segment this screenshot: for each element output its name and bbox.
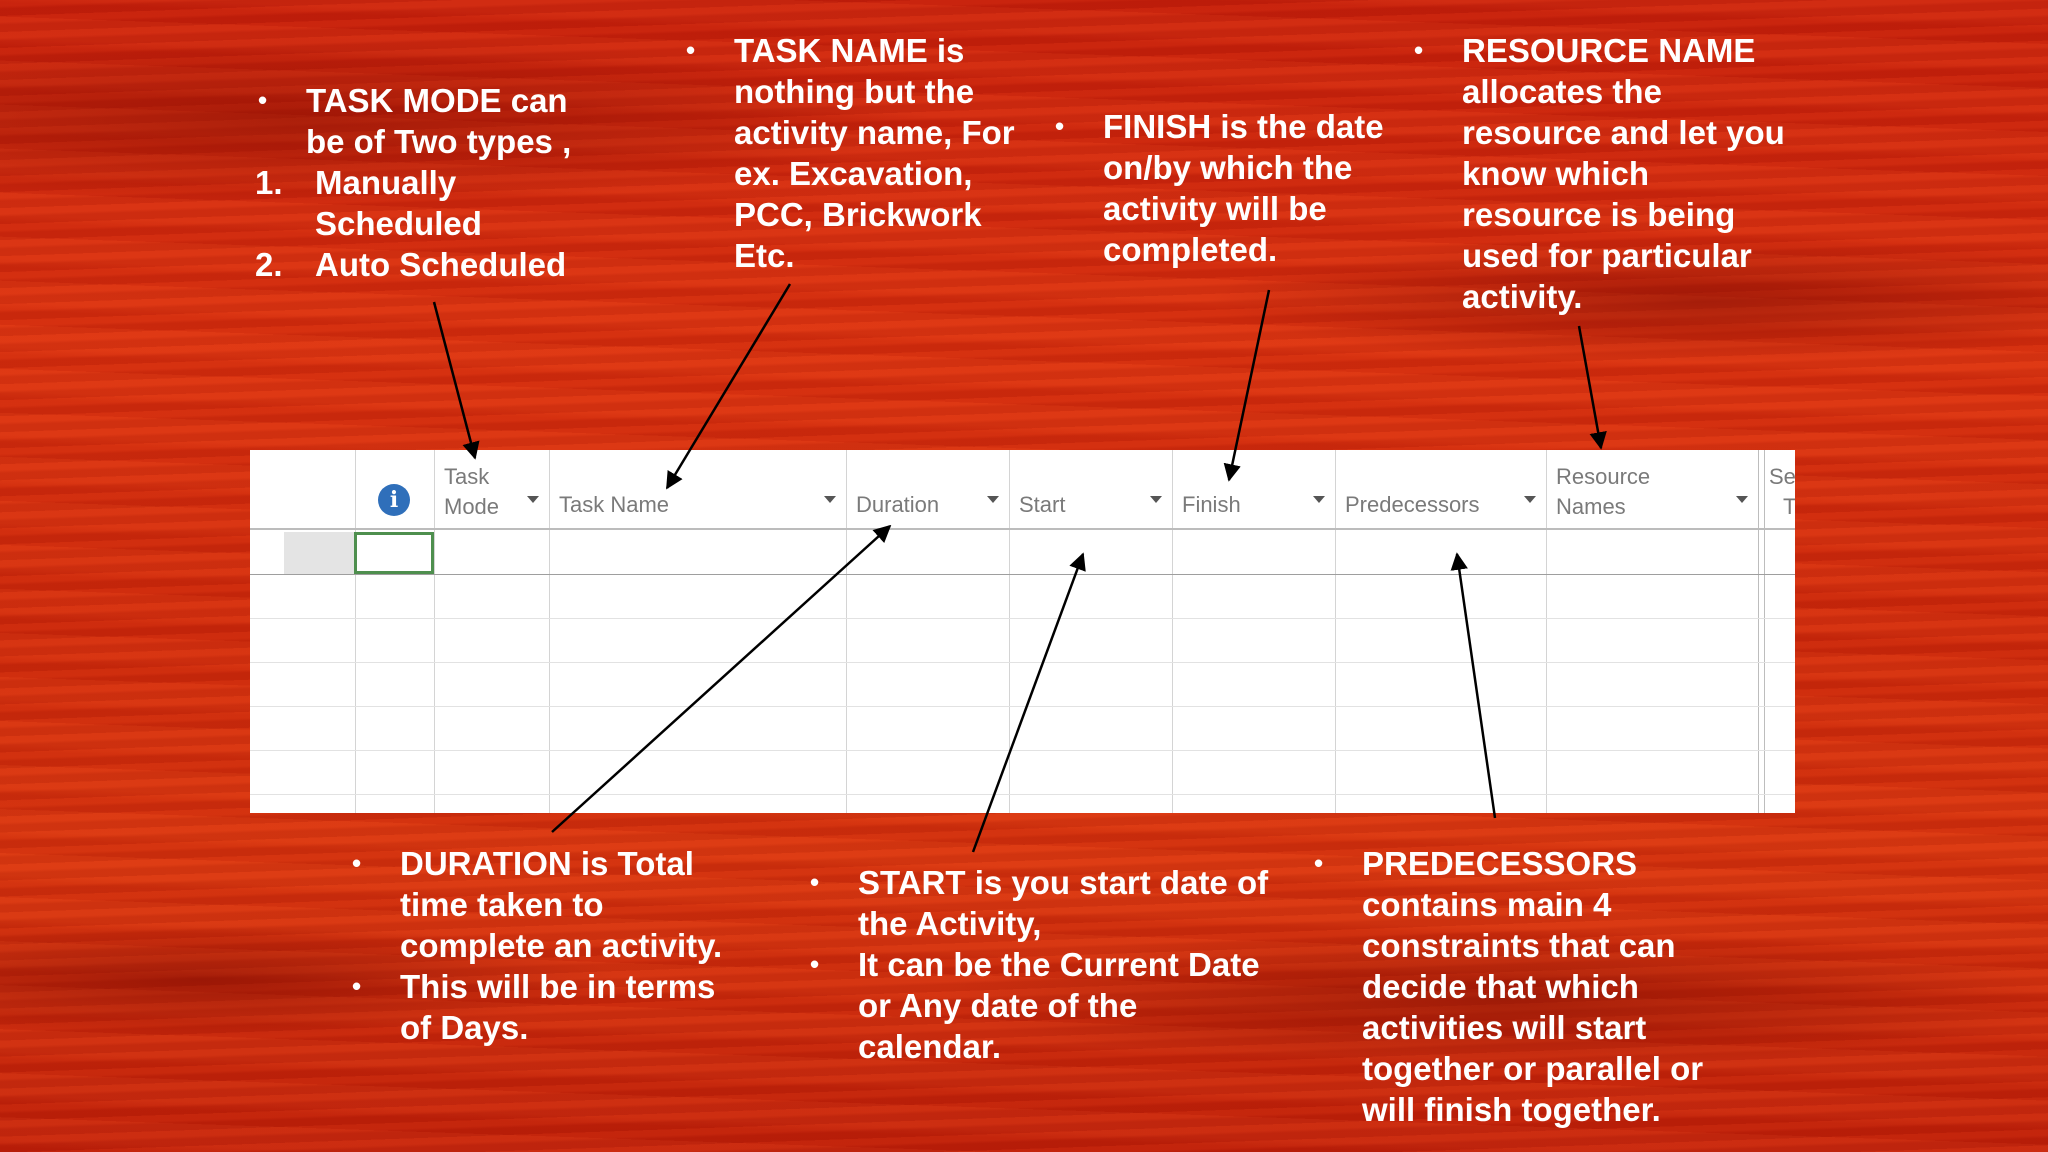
grid-line: [1172, 450, 1173, 813]
chevron-down-icon[interactable]: [987, 496, 999, 503]
column-header-task-name[interactable]: Task Name: [549, 450, 846, 530]
grid-line: [1758, 450, 1759, 813]
duration-bullet-2: This will be in terms of Days.: [352, 966, 730, 1048]
task-mode-arrow: [432, 301, 480, 460]
grid-line: [1764, 450, 1765, 813]
chevron-down-icon[interactable]: [1524, 496, 1536, 503]
grid-line: [434, 450, 435, 813]
grid-line: [250, 574, 1795, 575]
task-mode-intro: TASK MODE can be of Two types ,: [258, 80, 606, 162]
task-mode-type-1-text: Manually Scheduled: [315, 164, 482, 242]
grid-line: [1546, 450, 1547, 813]
resource-name-text: RESOURCE NAME allocates the resource and…: [1414, 30, 1792, 317]
grid-line: [250, 706, 1795, 707]
finish-arrow: [1223, 289, 1271, 482]
predecessors-arrow: [1450, 552, 1497, 819]
start-bullet-2: It can be the Current Date or Any date o…: [810, 944, 1278, 1067]
predecessors-note: PREDECESSORS contains main 4 constraints…: [1314, 843, 1742, 1130]
grid-line: [355, 450, 356, 813]
column-header-predecessors[interactable]: Predecessors: [1335, 450, 1546, 530]
duration-arrow: [551, 524, 892, 833]
column-header-label: Start: [1019, 492, 1066, 517]
column-header-label: Duration: [856, 492, 940, 517]
chevron-down-icon[interactable]: [1736, 496, 1748, 503]
start-note: START is you start date of the Activity,…: [810, 862, 1278, 1067]
chevron-down-icon[interactable]: [527, 496, 539, 503]
task-mode-type-1: 1. Manually Scheduled: [255, 162, 606, 244]
predecessors-text: PREDECESSORS contains main 4 constraints…: [1314, 843, 1742, 1130]
grid-line: [250, 618, 1795, 619]
grid-line: [549, 450, 550, 813]
grid-line: [250, 662, 1795, 663]
selected-cell[interactable]: [354, 532, 434, 574]
column-header-duration[interactable]: Duration: [846, 450, 1009, 530]
duration-bullet-1: DURATION is Total time taken to complete…: [352, 843, 730, 966]
row-selector[interactable]: [284, 532, 354, 574]
grid-line: [1335, 450, 1336, 813]
task-mode-type-2: 2. Auto Scheduled: [255, 244, 606, 285]
column-header-label: Predecessors: [1345, 492, 1480, 517]
grid-line: [250, 750, 1795, 751]
column-header-finish[interactable]: Finish: [1172, 450, 1335, 530]
task-mode-type-1-number: 1.: [255, 164, 283, 201]
chevron-down-icon[interactable]: [1313, 496, 1325, 503]
task-mode-type-2-number: 2.: [255, 246, 283, 283]
task-name-arrow: [665, 283, 792, 490]
info-icon[interactable]: i: [378, 484, 410, 516]
chevron-down-icon[interactable]: [1150, 496, 1162, 503]
start-arrow: [971, 552, 1086, 853]
task-name-note: TASK NAME is nothing but the activity na…: [686, 30, 1044, 276]
finish-text: FINISH is the date on/by which the activ…: [1055, 106, 1413, 270]
grid-line: [1009, 450, 1010, 813]
resource-name-arrow: [1577, 325, 1607, 450]
grid-line: [250, 794, 1795, 795]
grid-line: [846, 450, 847, 813]
duration-note: DURATION is Total time taken to complete…: [352, 843, 730, 1048]
finish-note: FINISH is the date on/by which the activ…: [1055, 106, 1413, 270]
chevron-down-icon[interactable]: [824, 496, 836, 503]
start-bullet-1: START is you start date of the Activity,: [810, 862, 1278, 944]
column-header-label: Task Name: [559, 492, 670, 517]
column-header-label: Finish: [1182, 492, 1241, 517]
task-mode-type-2-text: Auto Scheduled: [315, 246, 567, 283]
task-name-text: TASK NAME is nothing but the activity na…: [686, 30, 1044, 276]
column-header-start[interactable]: Start: [1009, 450, 1172, 530]
task-mode-note: TASK MODE can be of Two types , 1. Manua…: [255, 80, 606, 285]
resource-name-note: RESOURCE NAME allocates the resource and…: [1414, 30, 1792, 317]
